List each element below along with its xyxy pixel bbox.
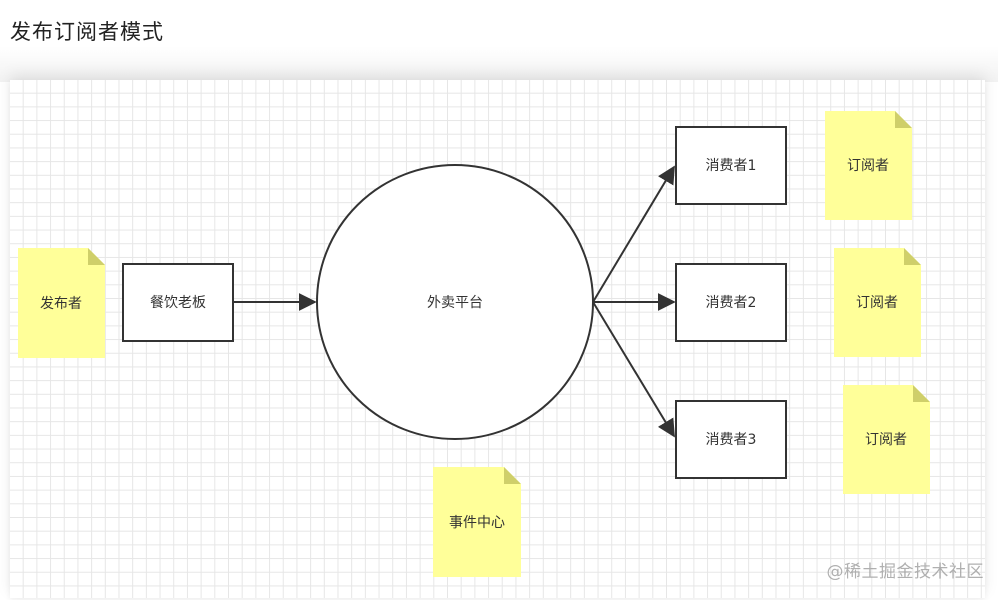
subscriber-note-3: 订阅者: [843, 385, 930, 494]
subscriber-note-1: 订阅者: [825, 111, 912, 220]
event-center-label: 事件中心: [449, 515, 505, 531]
consumer-box-1: 消费者1: [675, 126, 787, 205]
restaurant-owner-label: 餐饮老板: [150, 295, 206, 311]
publisher-note: 发布者: [18, 248, 105, 358]
arrow-platform-to-consumer-1: [592, 165, 675, 303]
page-title: 发布订阅者模式: [10, 20, 164, 44]
event-center-note: 事件中心: [433, 467, 521, 577]
restaurant-owner-box: 餐饮老板: [122, 263, 234, 342]
consumer-box-2: 消费者2: [675, 263, 787, 342]
publisher-label: 发布者: [40, 296, 82, 312]
subscriber-label-2: 订阅者: [856, 295, 898, 311]
subscriber-label-3: 订阅者: [865, 432, 907, 448]
subscriber-note-2: 订阅者: [834, 248, 921, 357]
platform-circle: 外卖平台: [316, 164, 594, 440]
arrow-platform-to-consumer-3: [592, 301, 675, 438]
watermark: @稀土掘金技术社区: [826, 562, 984, 582]
diagram-canvas: 发布者 餐饮老板 外卖平台 消费者1 消费者2 消费者3: [10, 80, 985, 598]
platform-label: 外卖平台: [427, 295, 483, 311]
consumer-label-1: 消费者1: [706, 158, 757, 174]
diagram-svg: 发布者 餐饮老板 外卖平台 消费者1 消费者2 消费者3: [18, 111, 930, 577]
consumer-box-3: 消费者3: [675, 400, 787, 479]
subscriber-label-1: 订阅者: [847, 158, 889, 174]
consumer-label-3: 消费者3: [706, 432, 757, 448]
consumer-label-2: 消费者2: [706, 295, 757, 311]
header-fade: [0, 46, 998, 82]
